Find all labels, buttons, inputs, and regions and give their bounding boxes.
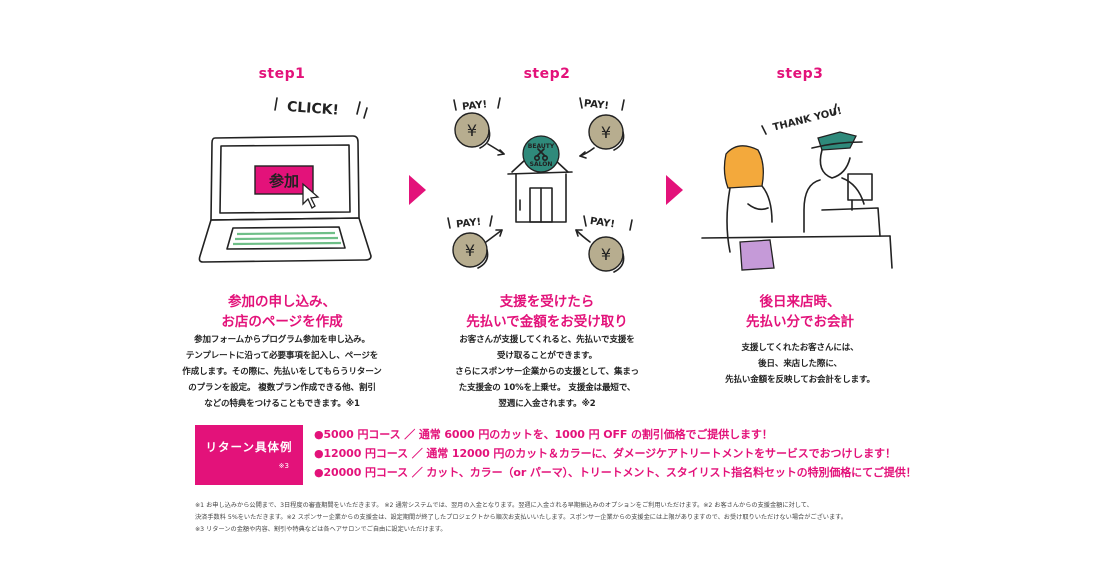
step3-description: 支援してくれたお客さんには、 後日、来店した際に、 先払い金額を反映してお会計を… [725,343,875,385]
svg-text:¥: ¥ [601,123,611,142]
checkout-illustration: THANK YOU! [701,103,893,271]
salon-badge-icon [522,135,560,173]
course-20000: ●20000 円コース ／ カット、カラー（or パーマ）、トリートメント、スタ… [314,466,917,479]
step3-heading: 後日来店時、 先払い分でお会計 [746,294,854,330]
join-button-label: 参加 [269,172,299,190]
course-5000: ●5000 円コース ／ 通常 6000 円のカットを、1000 円 OFF の… [314,428,773,441]
hat-icon [817,131,857,151]
step1-label: step1 [258,66,306,82]
coin-icon: ¥ [588,236,625,273]
footnote-line: ※1 お申し込みから公開まで、3日程度の審査期間をいただきます。 ※2 通常シス… [195,502,813,509]
click-shout: CLICK! [286,99,339,119]
coin-icon: ¥ [452,232,489,269]
step1-description: 参加フォームからプログラム参加を申し込み。 テンプレートに沿って必要事項を記入し… [182,335,382,409]
step2-description: お客さんが支援してくれると、先払いで支援を 受け取ることができます。 さらにスポ… [455,335,639,409]
step2-heading: 支援を受けたら 先払いで金額をお受け取り [466,294,628,330]
svg-text:¥: ¥ [467,121,477,140]
salon-illustration: PAY! PAY! PAY! PAY! ¥ ¥ ¥ ¥ [447,97,633,273]
coin-icon: ¥ [588,114,625,151]
step2-label: step2 [523,66,571,82]
arrow-right-icon [409,175,426,205]
svg-text:SALON: SALON [530,161,553,168]
thank-you-shout: THANK YOU! [772,106,843,134]
svg-text:¥: ¥ [465,241,475,260]
coin-icon: ¥ [454,112,491,149]
svg-text:BEAUTY: BEAUTY [528,143,555,150]
laptop-illustration: CLICK! 参加 [198,97,372,263]
step3-label: step3 [776,66,824,82]
svg-text:PAY!: PAY! [462,99,488,113]
svg-text:PAY!: PAY! [589,216,615,230]
step1-heading: 参加の申し込み、 お店のページを作成 [221,294,343,330]
return-examples-badge: リターン具体例 ※3 [195,425,303,485]
footnote-line: ※3 リターンの金額や内容、割引や特典などは各ヘアサロンでご自由に設定いただけま… [195,526,447,533]
footnote-line: 決済手数料 5%をいただきます。※2 スポンサー企業からの支援金は、設定期間が終… [195,514,847,521]
arrow-right-icon [666,175,683,205]
svg-text:¥: ¥ [601,245,611,264]
svg-text:PAY!: PAY! [583,98,609,112]
course-12000: ●12000 円コース ／ 通常 12000 円のカット＆カラーに、ダメージケア… [314,447,896,460]
svg-text:PAY!: PAY! [456,217,482,231]
cursor-icon [302,182,320,209]
